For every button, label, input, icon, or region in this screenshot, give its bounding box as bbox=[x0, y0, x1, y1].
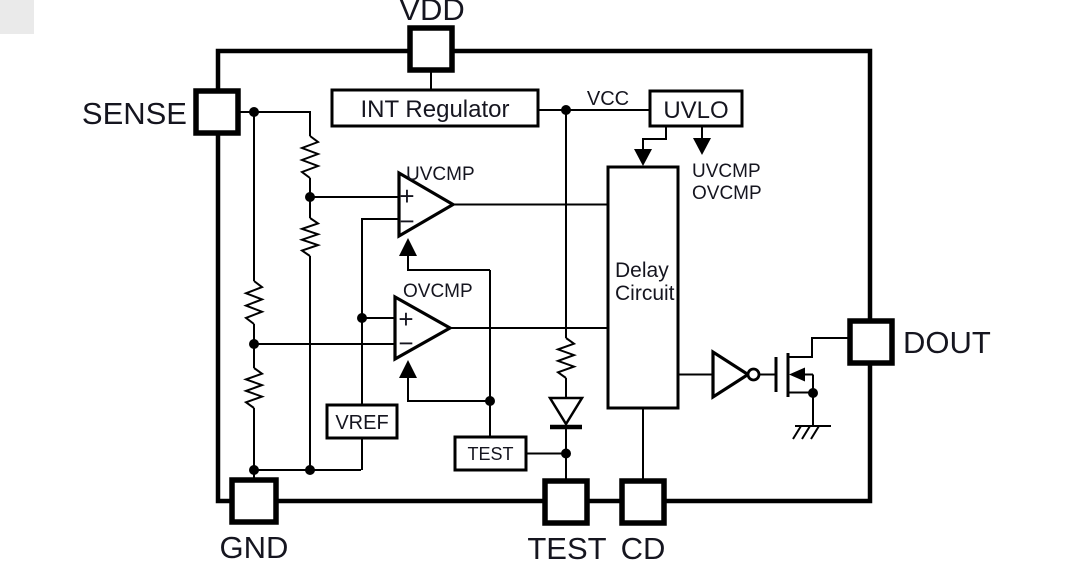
junction-dot bbox=[249, 107, 259, 117]
test-pullup-resistor bbox=[555, 337, 577, 379]
page-corner-artifact bbox=[0, 0, 34, 34]
junction-dot bbox=[485, 396, 495, 406]
junction-dot bbox=[808, 388, 818, 398]
cd-pin bbox=[619, 478, 667, 526]
nmos-body-arrow bbox=[789, 367, 805, 382]
uvlo-arrow-to-delay bbox=[634, 149, 652, 166]
uvlo-arrow-to-comparators bbox=[693, 138, 711, 155]
uvcmp-control-arrow bbox=[399, 238, 417, 256]
inverter-bubble bbox=[746, 367, 761, 382]
resistor-divider-r4 bbox=[243, 367, 265, 409]
test-pin-label: TEST bbox=[527, 531, 606, 562]
dout-pin-label: DOUT bbox=[903, 325, 991, 360]
test-logic-block bbox=[453, 435, 528, 472]
gnd-pin-label: GND bbox=[220, 530, 289, 562]
sense-pin-label: SENSE bbox=[82, 96, 187, 131]
cd-pin-label: CD bbox=[621, 531, 666, 562]
test-diode bbox=[547, 396, 585, 427]
junction-dot bbox=[357, 313, 367, 323]
ovcmp-minus-sign: − bbox=[398, 328, 413, 358]
junction-dot bbox=[249, 465, 259, 475]
uvcmp-label: UVCMP bbox=[406, 164, 475, 185]
vdd-pin bbox=[407, 25, 455, 73]
vdd-pin-label: VDD bbox=[399, 0, 464, 27]
uvlo-block bbox=[648, 89, 744, 128]
ovcmp-control-arrow bbox=[399, 360, 417, 378]
int-regulator-label: INT Regulator bbox=[361, 96, 510, 123]
vref-block bbox=[325, 403, 399, 440]
delay-circuit-label-line2: Circuit bbox=[615, 282, 675, 305]
junction-dot bbox=[561, 448, 571, 459]
uvlo-dest-label-line2: OVCMP bbox=[692, 183, 762, 204]
junction-dot bbox=[249, 339, 259, 349]
junction-dot bbox=[561, 105, 571, 115]
inverter-gate bbox=[711, 349, 751, 400]
chip-boundary bbox=[215, 48, 873, 504]
uvlo-dest-label-line1: UVCMP bbox=[692, 161, 761, 182]
ovcmp-comparator bbox=[393, 294, 454, 362]
delay-circuit-label-line1: Delay bbox=[615, 259, 669, 282]
dout-pin bbox=[847, 318, 895, 366]
junction-dot bbox=[305, 192, 315, 202]
resistor-divider-r2 bbox=[298, 217, 322, 257]
uvlo-label: UVLO bbox=[663, 97, 728, 124]
gnd-pin bbox=[229, 477, 279, 525]
vcc-net-label: VCC bbox=[587, 88, 629, 110]
uvcmp-plus-sign: + bbox=[399, 181, 414, 211]
resistor-divider-r3 bbox=[243, 280, 265, 325]
delay-circuit-block bbox=[606, 165, 680, 410]
ovcmp-plus-sign: + bbox=[398, 304, 413, 334]
junction-dot bbox=[305, 465, 315, 475]
vref-label: VREF bbox=[335, 412, 388, 434]
test-pin bbox=[542, 478, 590, 526]
sense-pin bbox=[193, 88, 241, 136]
resistor-divider-r1 bbox=[299, 135, 321, 179]
int-regulator-block bbox=[330, 88, 540, 128]
uvcmp-comparator bbox=[397, 170, 457, 239]
ovcmp-label: OVCMP bbox=[403, 281, 473, 302]
test-block-label: TEST bbox=[467, 444, 513, 464]
uvcmp-minus-sign: − bbox=[399, 206, 414, 236]
